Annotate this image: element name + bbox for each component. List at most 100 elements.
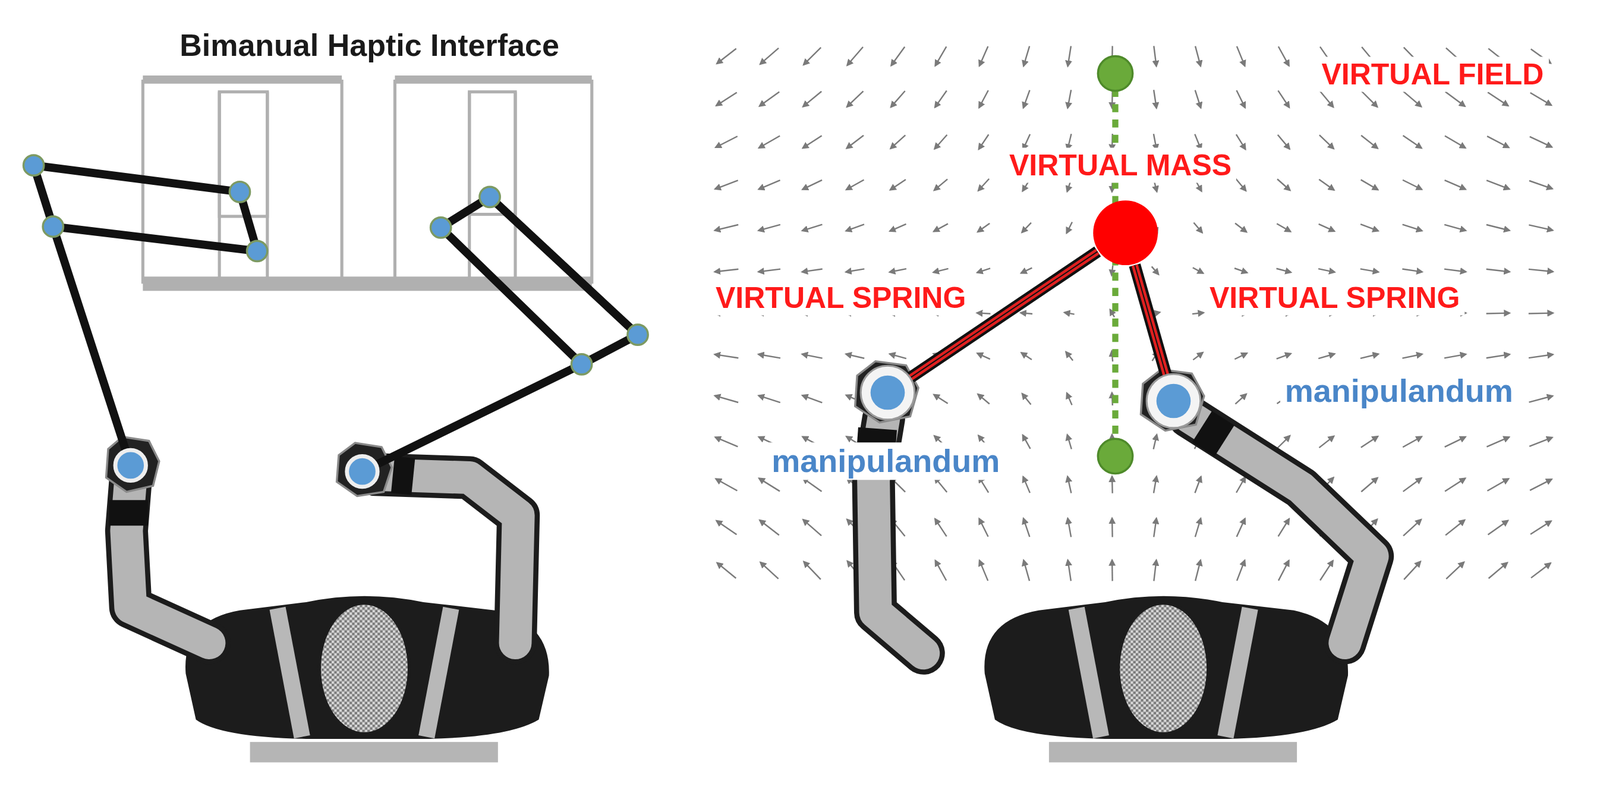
field-arrow — [1446, 562, 1464, 579]
field-arrow — [1319, 90, 1334, 107]
handle-dot — [1156, 383, 1192, 419]
field-arrow — [890, 179, 906, 191]
field-arrow — [1153, 518, 1157, 538]
drawing-part — [347, 455, 379, 487]
field-arrow — [802, 91, 822, 107]
field-arrow — [1195, 90, 1202, 109]
handle-ring — [1146, 373, 1201, 428]
field-arrow — [1067, 434, 1072, 449]
field-arrow — [758, 269, 781, 273]
field-arrow — [1067, 518, 1072, 538]
field-arrow — [802, 519, 822, 536]
operator-torso — [984, 596, 1348, 763]
field-arrow — [977, 312, 991, 314]
field-arrow — [1402, 269, 1422, 273]
field-arrow — [1318, 224, 1335, 232]
field-arrow — [979, 560, 988, 581]
drawing-part — [441, 227, 582, 365]
field-arrow — [1023, 46, 1030, 67]
field-arrow — [845, 268, 865, 272]
field-arrow — [1278, 46, 1290, 66]
field-arrow — [1065, 351, 1073, 361]
field-arrow — [1444, 269, 1466, 273]
field-arrow — [1236, 560, 1245, 581]
drawing-part — [126, 479, 210, 644]
field-arrow — [1151, 266, 1159, 274]
field-arrow — [933, 268, 948, 273]
field-arrow — [802, 395, 822, 403]
field-arrow — [1361, 179, 1379, 190]
field-arrow — [846, 46, 864, 66]
field-arrow — [1487, 478, 1509, 491]
field-arrow — [1360, 354, 1379, 359]
field-arrow — [1529, 479, 1552, 491]
field-arrow — [1276, 353, 1291, 359]
field-arrow — [1064, 312, 1075, 315]
field-arrow — [1486, 312, 1510, 314]
field-arrow — [759, 91, 780, 106]
field-arrow — [1486, 224, 1510, 231]
field-arrow — [760, 48, 779, 65]
field-arrow — [1235, 394, 1246, 405]
drawing-part — [571, 354, 592, 375]
field-arrow — [933, 394, 948, 404]
field-arrow — [1445, 520, 1465, 536]
field-arrow — [1236, 134, 1246, 150]
spring-label: VIRTUAL SPRING — [710, 280, 971, 316]
field-arrow — [1402, 135, 1422, 148]
drawing-part — [126, 479, 210, 644]
field-arrow — [1277, 435, 1290, 449]
drawing-part — [1112, 73, 1118, 457]
field-arrow — [1403, 91, 1422, 107]
drawing-part — [52, 226, 131, 466]
field-arrow — [978, 90, 988, 108]
field-arrow — [1111, 559, 1114, 581]
robot-linkage — [33, 165, 638, 472]
field-arrow — [1319, 134, 1334, 149]
drawing-part — [361, 364, 582, 472]
field-arrow — [1486, 354, 1510, 358]
handle-dot — [870, 375, 906, 411]
field-arrow — [1318, 353, 1335, 359]
drawing-part — [590, 79, 594, 284]
drawing-part — [469, 92, 516, 215]
virtual-mass-shape — [1091, 199, 1159, 267]
spring-core — [900, 251, 1098, 384]
field-arrow — [1236, 90, 1245, 108]
field-arrow — [1361, 436, 1378, 448]
virtual-spring — [900, 251, 1098, 384]
field-arrow — [758, 224, 781, 231]
field-arrow — [934, 134, 947, 150]
field-arrow — [1486, 180, 1510, 190]
field-arrow — [1021, 268, 1033, 274]
field-arrow — [1067, 89, 1072, 108]
field-arrow — [1021, 352, 1032, 360]
field-arrow — [1066, 222, 1073, 234]
field-arrow — [1318, 436, 1334, 449]
field-arrow — [1020, 312, 1033, 314]
field-arrow — [758, 395, 780, 403]
field-arrow — [978, 178, 990, 191]
field-arrow — [1021, 222, 1032, 233]
drawing-part — [1140, 369, 1204, 431]
field-arrow — [1153, 434, 1158, 449]
field-arrow — [1486, 436, 1510, 447]
field-arrow — [1277, 178, 1290, 191]
field-arrow — [1530, 521, 1552, 535]
hand — [855, 361, 1205, 431]
field-arrow — [716, 562, 736, 579]
field-arrow — [1529, 180, 1553, 190]
field-arrow — [1444, 354, 1466, 359]
mass-circle — [1093, 200, 1158, 266]
spring-line — [1134, 265, 1170, 387]
field-arrow — [1402, 180, 1422, 190]
field-arrow — [1235, 222, 1247, 232]
field-arrow — [1444, 436, 1466, 447]
manipulandum-shape — [1142, 370, 1205, 432]
handle-ring — [860, 366, 915, 421]
field-arrow — [889, 353, 907, 359]
field-arrow — [715, 224, 739, 231]
drawing-part — [33, 165, 241, 192]
field-arrow — [1023, 559, 1030, 581]
